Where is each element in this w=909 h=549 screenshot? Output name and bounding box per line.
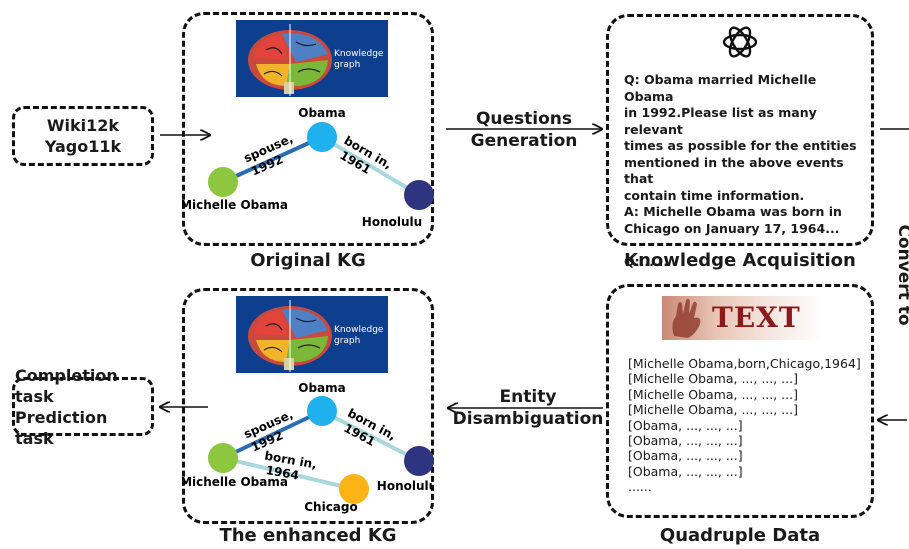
dataset-box: Wiki12k Yago11k — [12, 106, 154, 166]
brain-icon — [248, 24, 332, 96]
quadruple-list: [Michelle Obama,born,Chicago,1964] [Mich… — [628, 356, 861, 495]
qa-line: mentioned in the above events that — [624, 154, 844, 187]
label-michelle: Michelle Obama — [182, 198, 288, 212]
label-michelle: Michelle Obama — [182, 475, 288, 489]
quadruple-line: [Michelle Obama,born,Chicago,1964] — [628, 356, 861, 371]
task-box: Completion task Prediction task — [12, 366, 154, 448]
knowledge-graph-banner-2: Knowledge graph — [236, 296, 388, 373]
text-banner-label: TEXT — [712, 301, 801, 334]
openai-knot-icon — [722, 26, 758, 58]
banner-label: Knowledge graph — [334, 325, 384, 346]
task-prediction: Prediction task — [15, 407, 108, 448]
label-chicago: Chicago — [304, 500, 358, 514]
caption-original-kg: Original KG — [250, 250, 366, 271]
quadruple-line: [Obama, ..., ..., ...] — [628, 463, 743, 479]
edge-born-in-obama — [321, 409, 420, 463]
banner-label: Knowledge graph — [334, 49, 384, 70]
qa-line: Q: Obama married Michelle Obama — [624, 72, 817, 104]
brain-icon — [248, 300, 332, 372]
node-chicago — [339, 474, 369, 504]
qa-line: Q:...... — [624, 253, 669, 269]
task-completion: Completion task — [15, 365, 118, 406]
label-honolulu: Honolulu — [377, 479, 434, 493]
edge-spouse — [222, 409, 323, 460]
caption-knowledge-acquisition: Knowledge Acquisition — [624, 250, 856, 271]
node-obama — [307, 122, 337, 152]
node-honolulu — [404, 180, 434, 210]
label-obama: Obama — [298, 381, 346, 395]
label-questions-generation: Questions Generation — [470, 109, 578, 151]
qa-text: Q: Obama married Michelle Obama in 1992.… — [624, 72, 868, 270]
qa-line: contain time information. — [624, 187, 805, 203]
qa-line: A: Michelle Obama was born in — [624, 204, 842, 219]
handprint-icon — [672, 298, 701, 338]
quadruple-line: [Michelle Obama, ..., ..., ...] — [628, 402, 798, 418]
knowledge-graph-banner: Knowledge graph — [236, 20, 388, 97]
label-obama: Obama — [298, 106, 346, 120]
caption-quadruple-data: Quadruple Data — [659, 525, 821, 546]
edge-spouse — [222, 135, 323, 184]
qa-line: in 1992.Please list as many relevant — [624, 105, 817, 137]
quadruple-line: ...... — [628, 479, 652, 495]
node-michelle — [208, 443, 238, 473]
label-honolulu: Honolulu — [362, 215, 422, 229]
quadruple-line: [Obama, ..., ..., ...] — [628, 417, 743, 433]
edge-born-in-michelle — [222, 456, 355, 491]
label-entity-disambiguation: Entity Disambiguation — [452, 387, 604, 429]
qa-line: times as possible for the entities — [624, 138, 857, 153]
original-kg-graph: Obama Michelle Obama Honolulu spouse, 19… — [182, 106, 434, 229]
node-michelle — [208, 167, 238, 197]
svg-text:1964: 1964 — [265, 463, 300, 483]
quadruple-line: [Michelle Obama, ..., ..., ...] — [628, 371, 798, 387]
text-banner: TEXT — [662, 296, 822, 340]
enhanced-kg-graph: Obama Michelle Obama Honolulu Chicago sp… — [182, 381, 434, 514]
caption-enhanced-kg: The enhanced KG — [219, 525, 397, 546]
quadruple-line: [Obama, ..., ..., ...] — [628, 448, 743, 464]
edge-born-in — [320, 135, 421, 197]
quadruple-line: [Michelle Obama, ..., ..., ...] — [628, 386, 798, 402]
quadruple-line: [Obama, ..., ..., ...] — [628, 433, 743, 449]
label-convert-to: Convert to — [894, 224, 909, 326]
dataset-wiki12k: Wiki12k — [46, 116, 120, 135]
node-honolulu — [404, 446, 434, 476]
qa-line: Chicago on January 17, 1964... — [624, 220, 840, 236]
dataset-yago11k: Yago11k — [44, 137, 122, 156]
node-obama — [307, 396, 337, 426]
